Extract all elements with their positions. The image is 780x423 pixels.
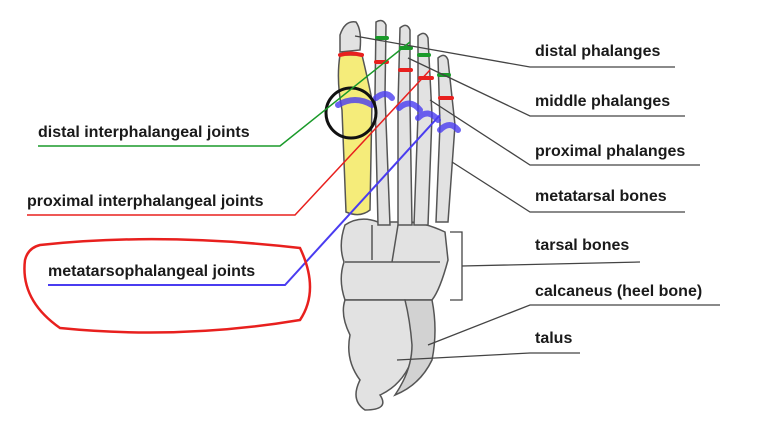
leader-distal-phalanges	[354, 35, 675, 68]
label-distal-phalanges: distal phalanges	[535, 43, 661, 60]
tarsal-bracket	[450, 231, 641, 301]
second-toe-bones	[374, 19, 391, 226]
leader-talus	[396, 352, 580, 361]
label-proximal-interphalangeal-joints: proximal interphalangeal joints	[27, 193, 264, 210]
red-annotation-ellipse	[23, 237, 312, 334]
label-tarsal-bones: tarsal bones	[535, 237, 630, 254]
metatarsophalangeal-joints	[335, 91, 461, 133]
distal-interphalangeal-joints	[375, 36, 451, 77]
big-toe-interphalangeal-joint	[338, 51, 364, 57]
leader-metatarsal-bones	[451, 161, 685, 213]
leader-proximal-phalanges	[429, 99, 700, 166]
fifth-toe-bones	[435, 54, 456, 223]
label-proximal-phalanges: proximal phalanges	[535, 143, 686, 160]
third-toe-bones	[397, 24, 413, 226]
highlight-circle	[324, 86, 378, 140]
talus	[392, 299, 436, 397]
big-toe-highlighted	[337, 54, 373, 216]
leader-distal-interphalangeal	[38, 41, 411, 147]
leader-proximal-interphalangeal	[27, 69, 431, 216]
tarsal-bones	[340, 218, 449, 301]
label-metatarsal-bones: metatarsal bones	[535, 188, 667, 205]
proximal-interphalangeal-joints	[374, 60, 454, 100]
tarsal-divisions	[345, 224, 440, 263]
label-middle-phalanges: middle phalanges	[535, 93, 671, 110]
label-talus: talus	[535, 330, 573, 347]
big-toe-distal-phalanx	[339, 21, 362, 53]
label-distal-interphalangeal-joints: distal interphalangeal joints	[38, 124, 250, 141]
leader-calcaneus	[427, 304, 720, 346]
label-calcaneus: calcaneus (heel bone)	[535, 283, 703, 300]
leader-metatarsophalangeal	[48, 114, 441, 286]
calcaneus	[342, 299, 416, 411]
label-metatarsophalangeal-joints: metatarsophalangeal joints	[48, 263, 256, 280]
leader-middle-phalanges	[407, 57, 685, 117]
